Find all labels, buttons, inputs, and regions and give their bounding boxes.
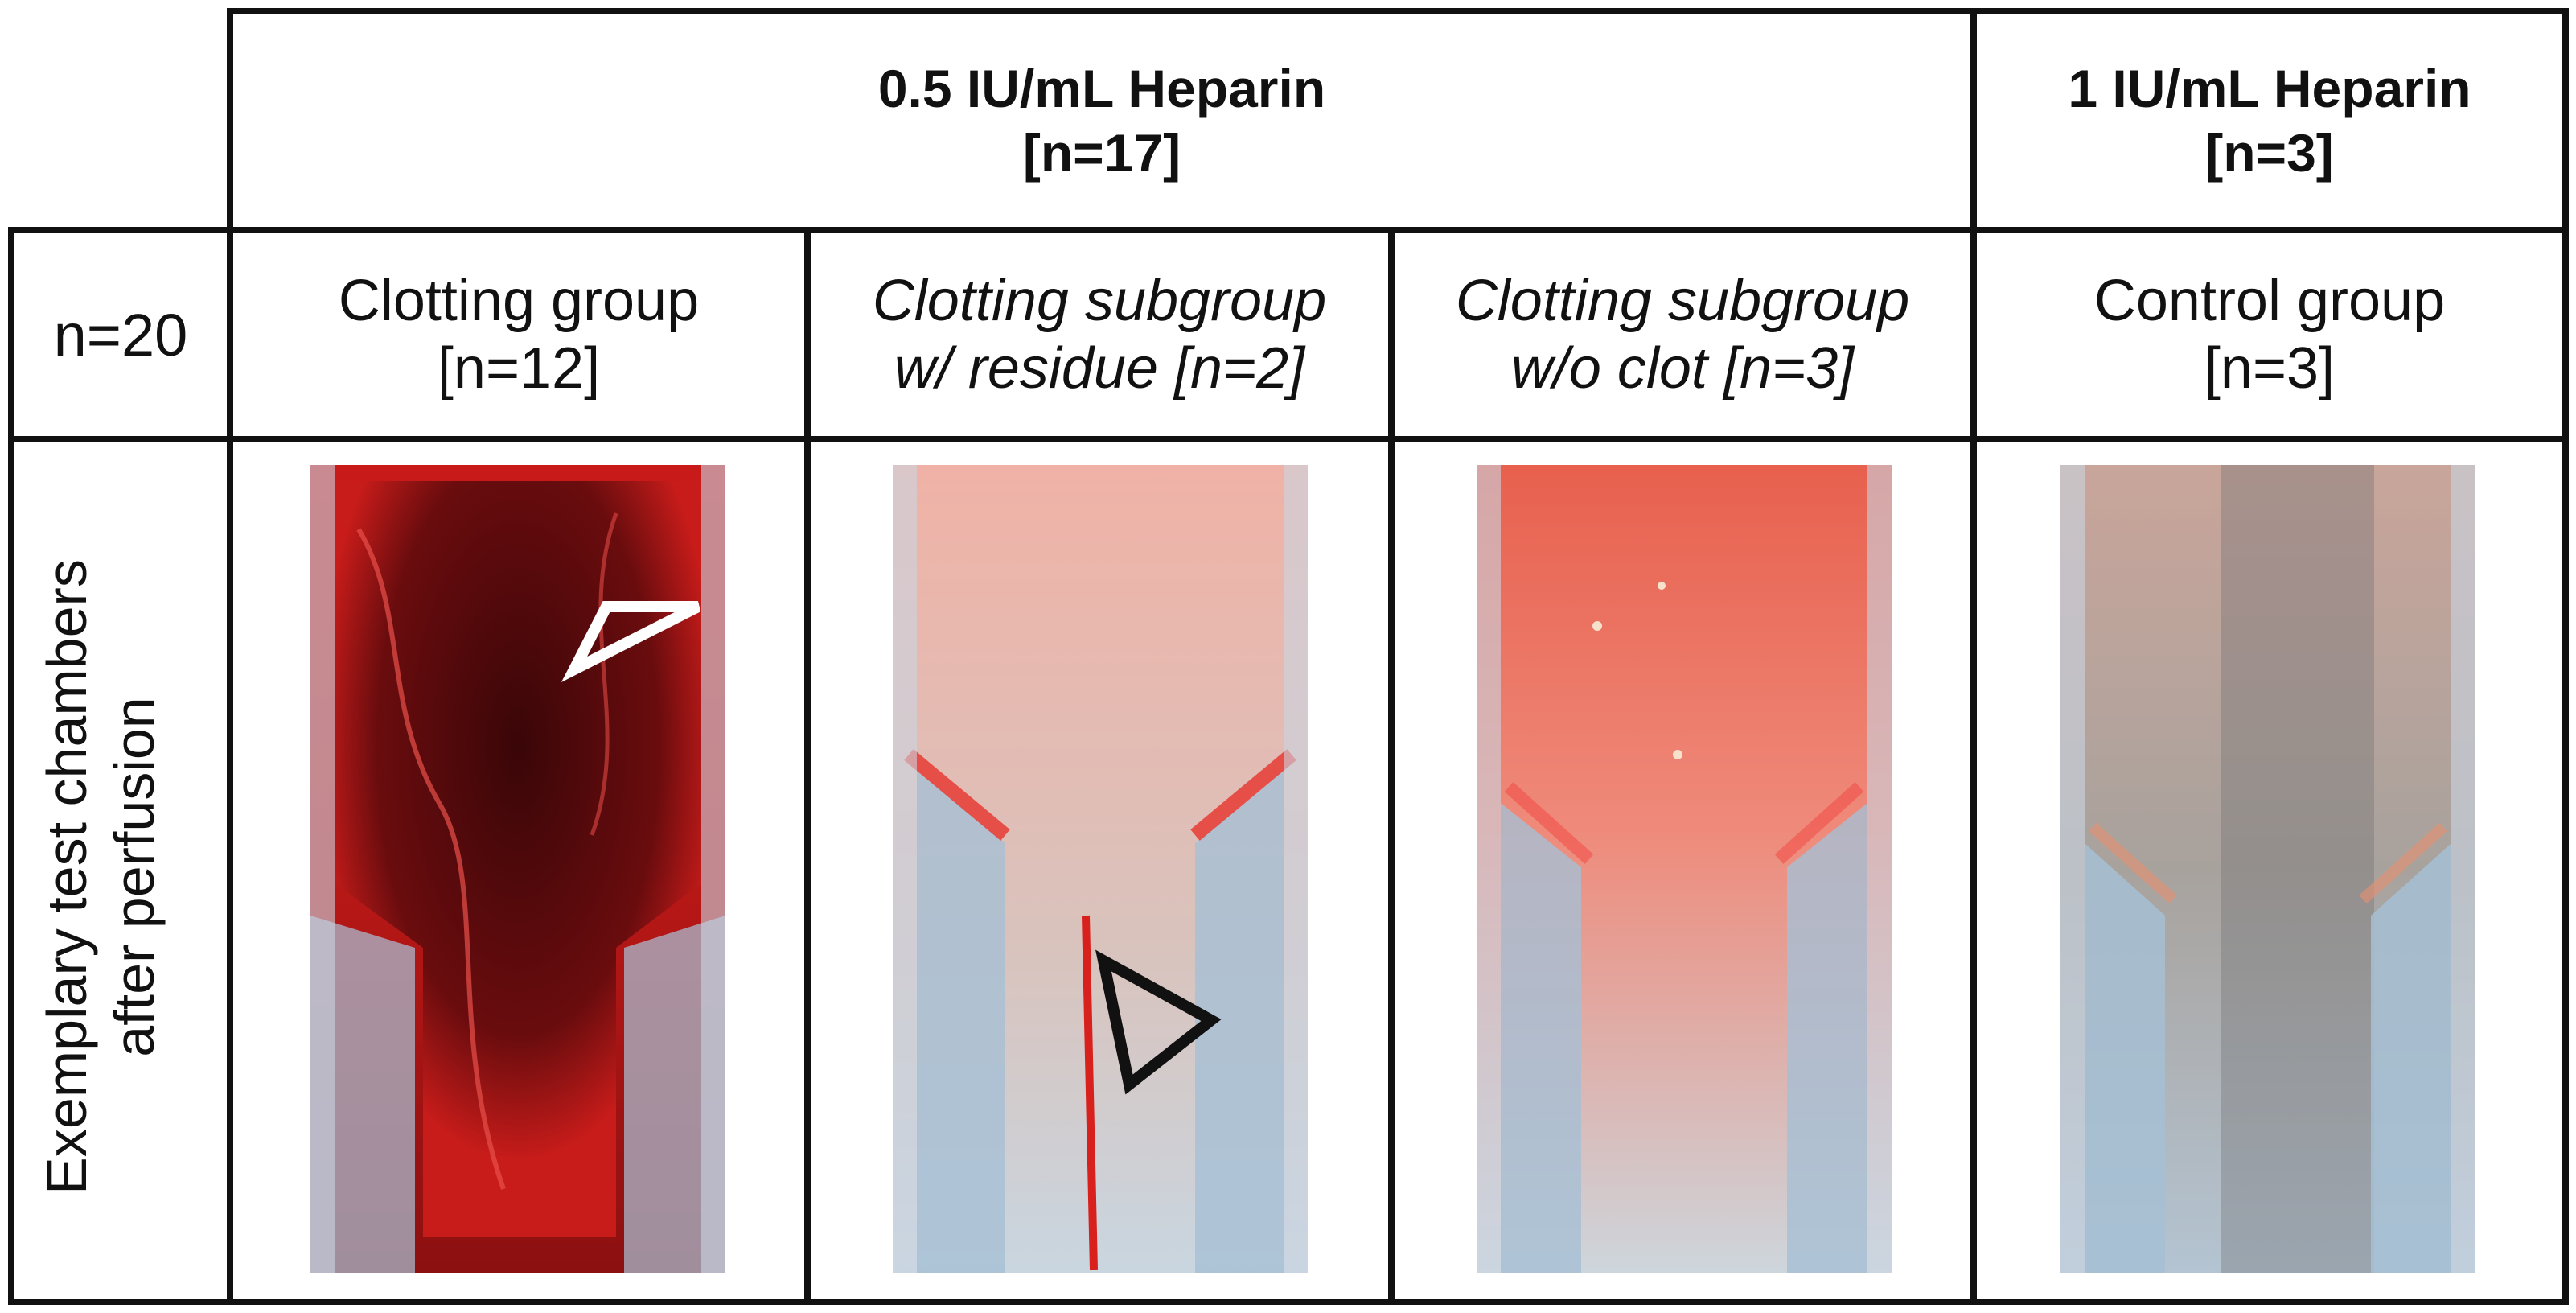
table-divider-col2: [804, 227, 811, 1305]
header-group-low-line2: [n=17]: [1022, 123, 1181, 183]
table-divider-col3: [1388, 227, 1395, 1305]
header-group-high-line2: [n=3]: [2205, 123, 2334, 183]
column-header-clotting-subgroup-no-clot: Clotting subgroup w/o clot [n=3]: [1395, 233, 1970, 436]
table-divider-header-groups: [1970, 8, 1977, 1305]
row-label-total: n=20: [53, 301, 188, 368]
table-border-left: [8, 227, 14, 1305]
column-header-line1: Clotting group: [338, 269, 700, 333]
column-header-line2: [n=12]: [437, 336, 601, 401]
table-border-subheader-bottom: [8, 436, 2569, 442]
table-divider-rowlabel: [227, 227, 233, 1305]
column-header-line1: Control group: [2093, 269, 2446, 333]
table-border-right: [2562, 8, 2569, 1305]
column-header-control-group: Control group [n=3]: [1977, 233, 2562, 436]
column-header-clotting-subgroup-residue: Clotting subgroup w/ residue [n=2]: [811, 233, 1388, 436]
column-header-line2: w/o clot [n=3]: [1510, 336, 1855, 401]
chamber-photo-clotting-subgroup-no-clot: [1477, 465, 1892, 1273]
column-header-clotting-group: Clotting group [n=12]: [233, 233, 804, 436]
chamber-photo-control-group: [2060, 465, 2475, 1273]
row-label-images-line1: Exemplary test chambers: [35, 559, 98, 1195]
column-header-line2: w/ residue [n=2]: [894, 336, 1305, 401]
table-border-bottom: [8, 1299, 2569, 1305]
column-header-line1: Clotting subgroup: [1455, 269, 1910, 333]
chamber-photo-clotting-group: [310, 465, 725, 1273]
column-header-line1: Clotting subgroup: [872, 269, 1327, 333]
table-border-top-header: [227, 8, 2569, 14]
chamber-photo-clotting-subgroup-residue: [893, 465, 1308, 1273]
header-group-low-line1: 0.5 IU/mL Heparin: [877, 59, 1326, 118]
table-border-left-header: [227, 8, 233, 233]
header-group-high-heparin: 1 IU/mL Heparin [n=3]: [1977, 14, 2562, 227]
header-group-low-heparin: 0.5 IU/mL Heparin [n=17]: [233, 14, 1970, 227]
column-header-line2: [n=3]: [2204, 336, 2336, 401]
row-label-exemplary-chambers: Exemplary test chambers after perfusion: [33, 559, 168, 1195]
table-border-header-bottom: [8, 227, 2569, 233]
row-label-images-line2: after perfusion: [103, 697, 166, 1057]
header-group-high-line1: 1 IU/mL Heparin: [2068, 59, 2471, 118]
